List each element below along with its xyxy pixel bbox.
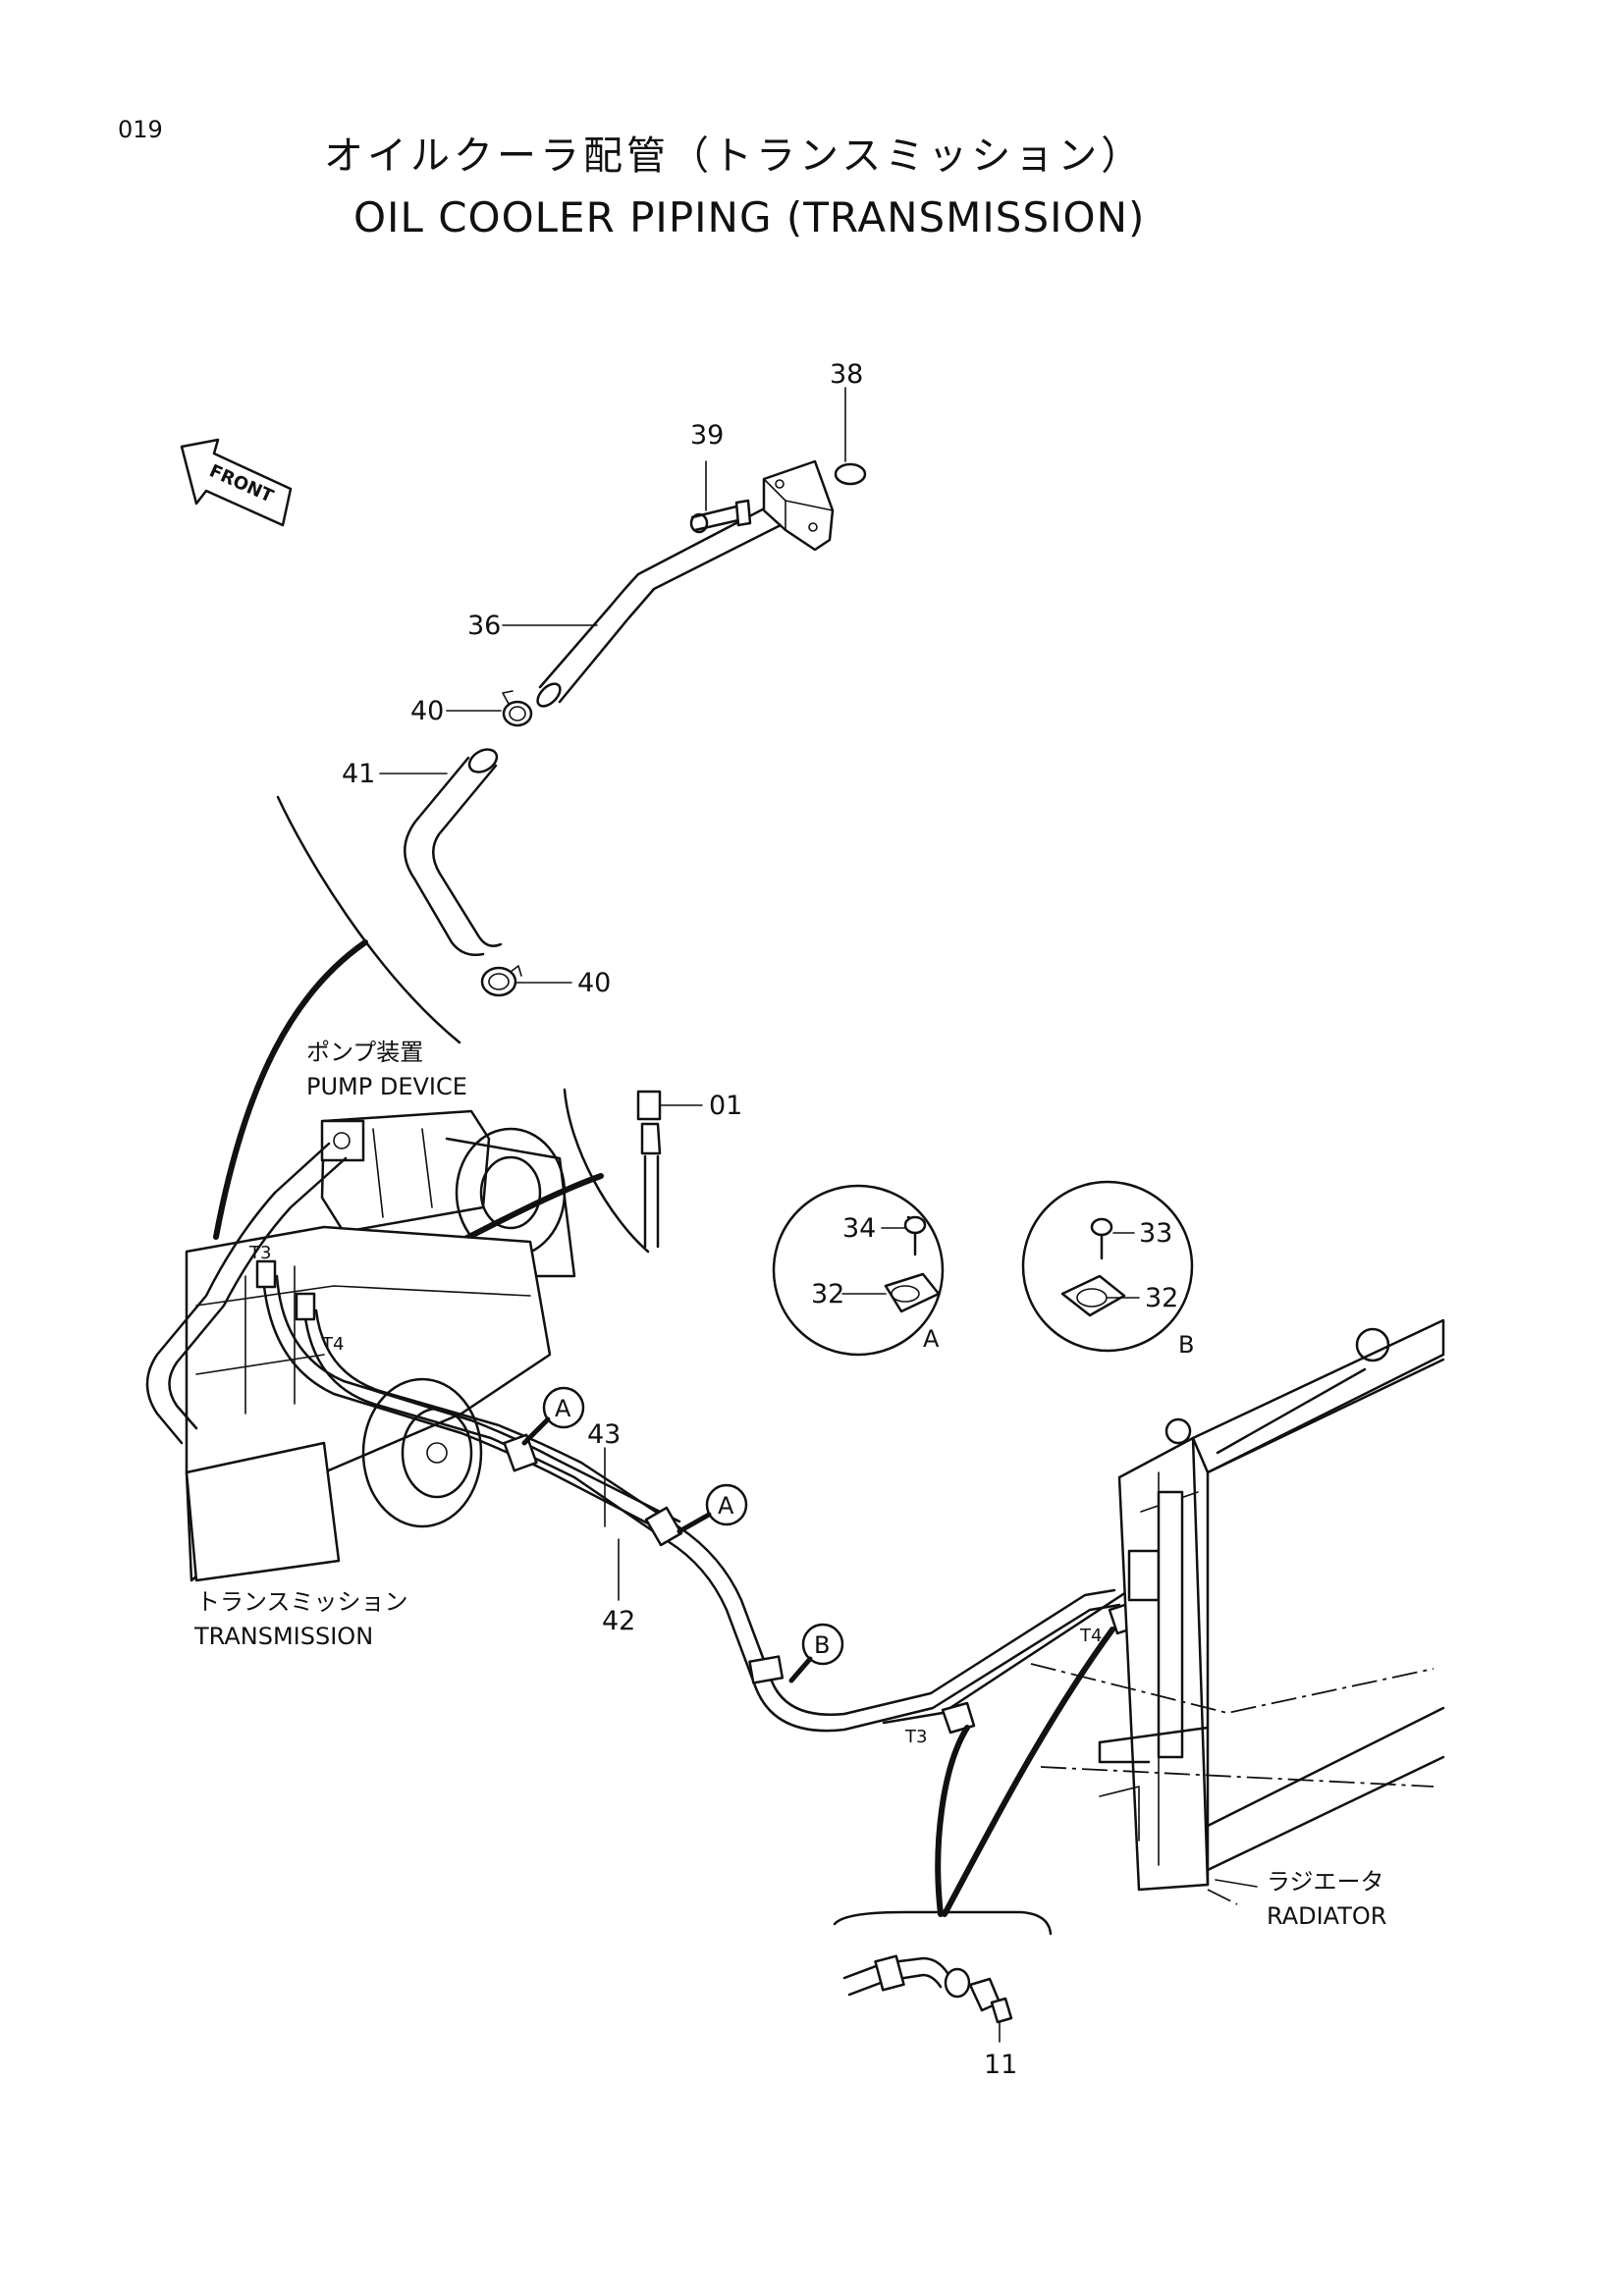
part-36: 36 [467,611,501,641]
transmission-ja: トランスミッション [196,1588,408,1616]
part-32-a: 32 [811,1279,844,1309]
callout-b-label: B [814,1631,830,1659]
radiator-centerline-1 [1030,1663,1435,1714]
pump-device-en: PUMP DEVICE [306,1073,467,1100]
clamp-a-1 [503,1433,538,1472]
callout-a-2-label: A [718,1492,734,1520]
detail-a [772,1184,945,1357]
fitting-11-leader [935,1725,970,1917]
hose-detail-frame [276,795,461,1044]
clamp-b [748,1655,785,1684]
fitting-detail-frame [563,1088,650,1254]
transmission-pipe-left-2 [168,1156,348,1430]
callout-a-1: A [521,1386,585,1446]
part-32-b: 32 [1145,1283,1178,1313]
bolt-33 [1090,1217,1113,1260]
title-japanese: オイルクーラ配管（トランスミッション） [324,133,1144,179]
fitting-11-leader-2 [942,1627,1115,1917]
radiator-caption-leader [1215,1879,1258,1888]
pump-device [320,1109,576,1278]
radiator-centerline-3 [1207,1889,1238,1905]
part-41: 41 [342,759,375,789]
part-11: 11 [984,2050,1017,2080]
detail-b-label: B [1178,1331,1194,1359]
part-39: 39 [690,420,724,451]
label-t3-pump: T3 [248,1243,271,1263]
o-ring-38 [834,462,867,486]
part-33: 33 [1139,1218,1172,1249]
label-t4-radiator: T4 [1079,1626,1102,1646]
title-english: OIL COOLER PIPING (TRANSMISSION) [353,193,1145,241]
label-t3-radiator: T3 [904,1727,927,1747]
part-01: 01 [709,1091,742,1121]
front-arrow-icon: FRONT [180,438,293,527]
bolt-34 [903,1215,927,1256]
detail-b [1021,1180,1194,1353]
front-arrow-label: FRONT [206,460,277,507]
callout-b: B [788,1623,844,1683]
radiator-en: RADIATOR [1267,1902,1386,1930]
t3-fitting-pump [255,1259,277,1289]
hose-41 [404,748,503,956]
part-42: 42 [602,1606,635,1636]
radiator-ja: ラジエータ [1267,1868,1384,1896]
transmission-en: TRANSMISSION [193,1623,373,1650]
t4-fitting-pump [295,1292,316,1321]
hose-detail-leader [213,939,368,1240]
radiator [1098,1318,1445,1892]
pump-device-ja: ポンプ装置 [306,1039,423,1066]
part-40-lower: 40 [577,968,611,998]
pipe-flange [762,459,835,552]
bolt-39 [689,499,752,534]
clamp-a-2 [644,1506,683,1547]
fitting-11-detail-frame [833,1910,1053,1936]
radiator-centerline-2 [1040,1766,1435,1788]
clamp-32-a [884,1272,941,1313]
pipe-36 [536,501,792,708]
page-code: 019 [118,116,163,143]
callout-a-2: A [677,1483,748,1534]
fitting-11 [842,1954,1013,2024]
callout-a-1-label: A [555,1395,571,1422]
part-43: 43 [587,1419,621,1450]
label-t4-pump: T4 [321,1334,344,1355]
part-34: 34 [842,1213,876,1244]
clamp-40-upper [502,690,533,727]
clamp-32-b [1060,1274,1126,1317]
detail-a-label: A [923,1325,940,1353]
transmission-pipe-left [145,1142,331,1445]
clamp-40-lower [480,965,522,997]
part-40-upper: 40 [410,696,444,726]
part-38: 38 [830,359,863,390]
fitting-01 [636,1090,662,1249]
